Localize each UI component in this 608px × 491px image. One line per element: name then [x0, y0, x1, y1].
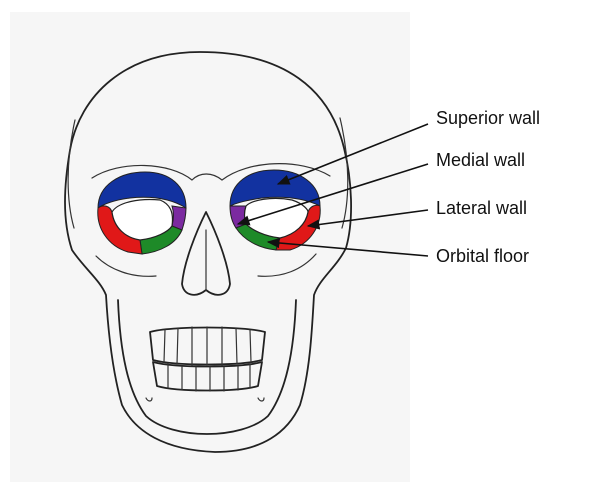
- diagram-background: [10, 12, 410, 482]
- label-lateral-wall: Lateral wall: [436, 198, 527, 218]
- label-superior-wall: Superior wall: [436, 108, 540, 128]
- labels: Superior wall Medial wall Lateral wall O…: [436, 108, 540, 266]
- label-medial-wall: Medial wall: [436, 150, 525, 170]
- label-orbital-floor: Orbital floor: [436, 246, 529, 266]
